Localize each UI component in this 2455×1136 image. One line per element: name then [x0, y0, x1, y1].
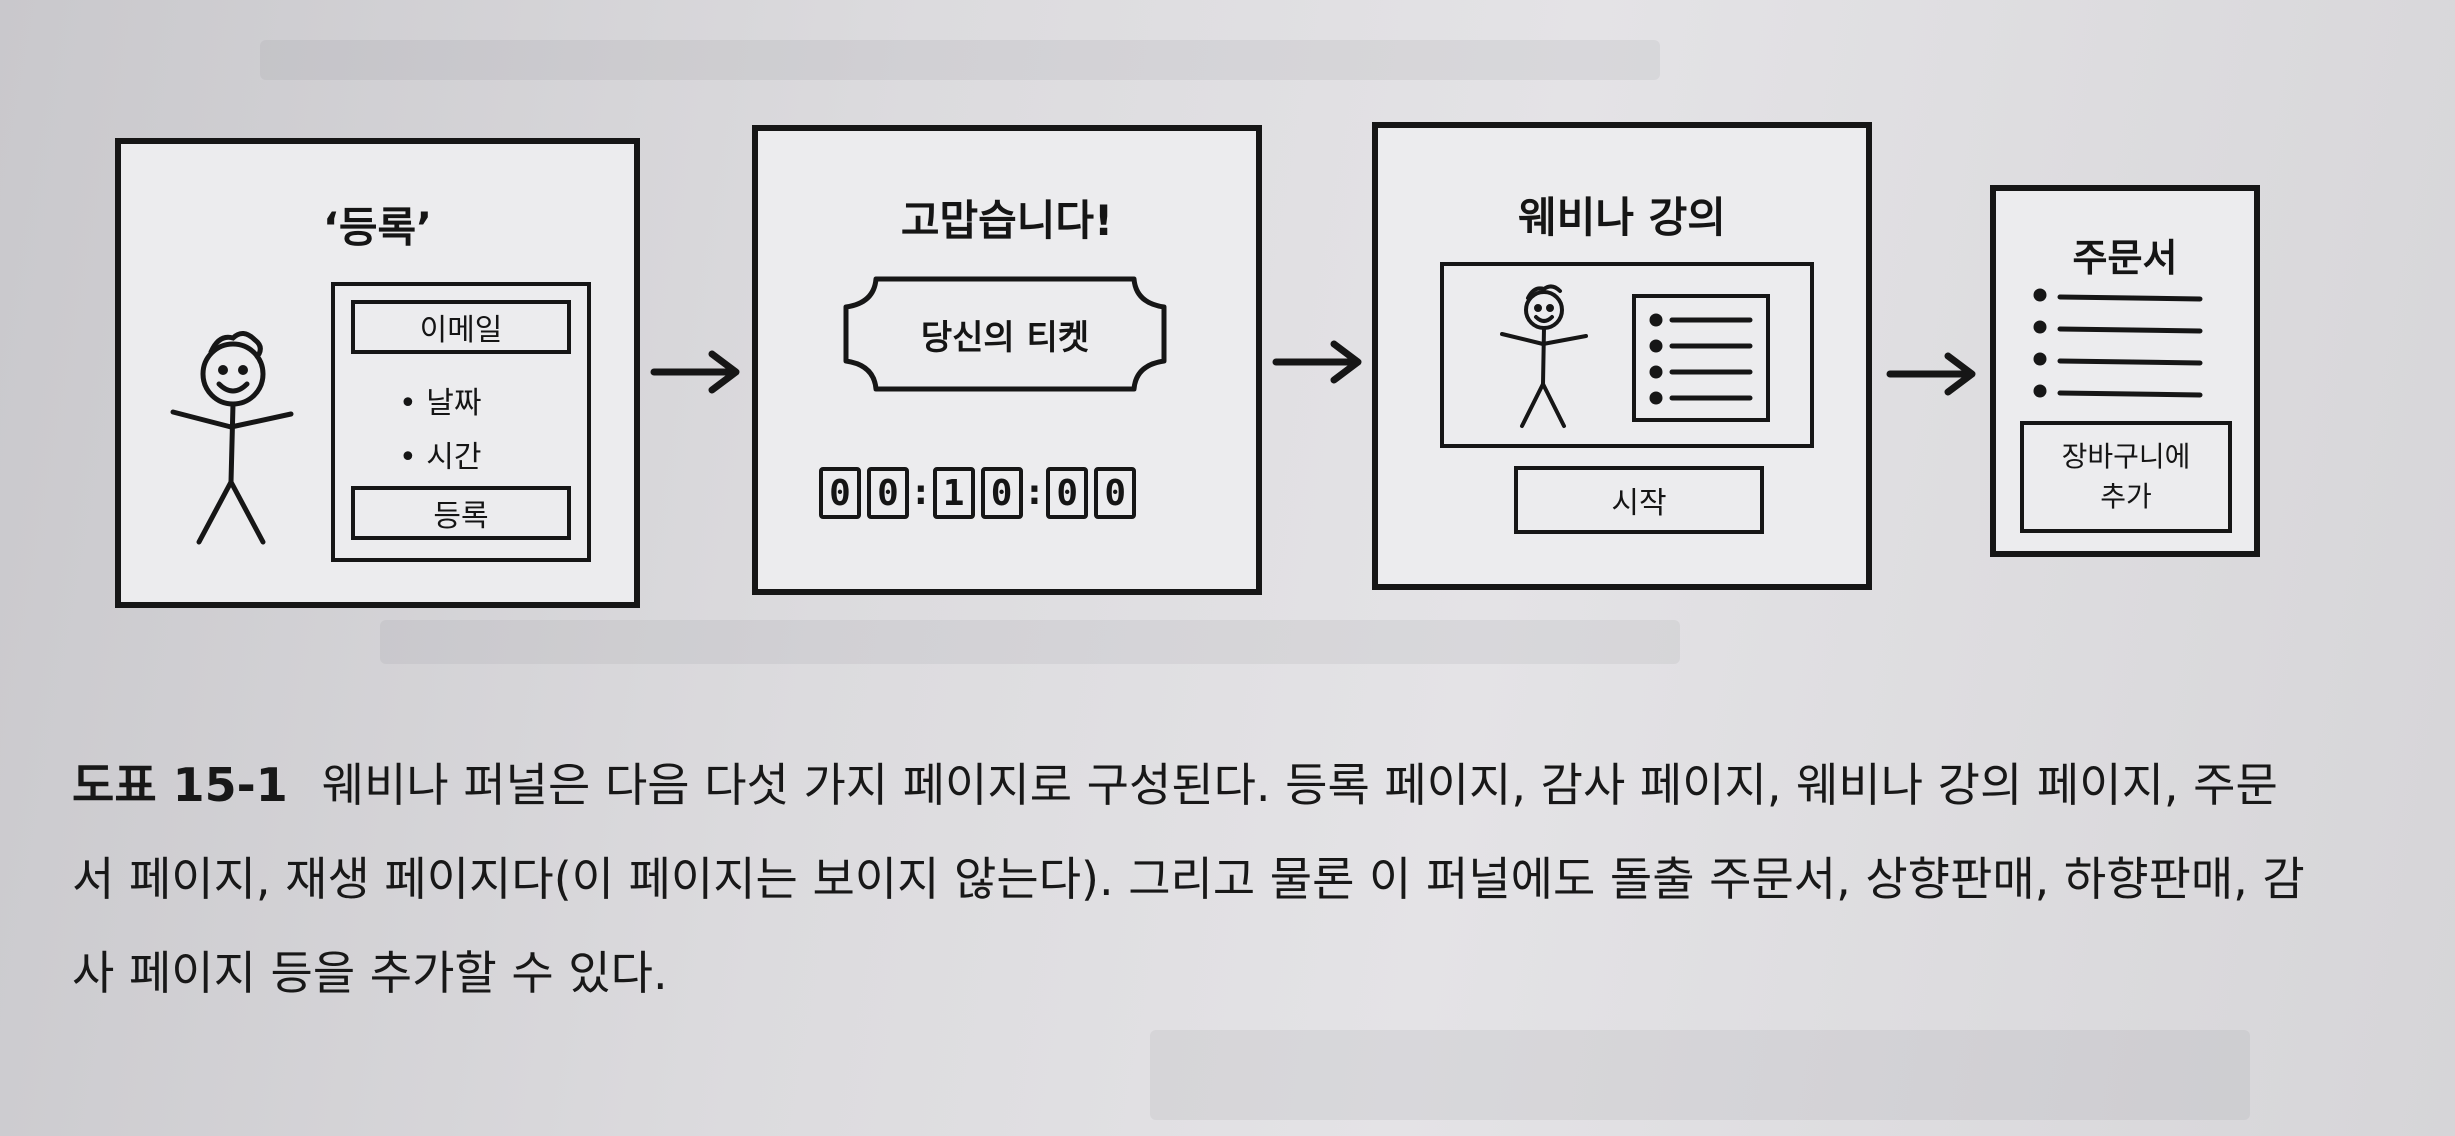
video-frame	[1440, 262, 1814, 448]
arrow-right-icon	[1272, 340, 1362, 384]
thank-you-page-panel: 고맙습니다! 당신의 티켓 0 0 : 1 0 : 0 0	[752, 125, 1262, 595]
timer-digit: 0	[867, 467, 909, 519]
register-button[interactable]: 등록	[351, 486, 571, 540]
background-bleed	[380, 620, 1680, 664]
timer-digit: 0	[1046, 467, 1089, 519]
email-button[interactable]: 이메일	[351, 300, 571, 354]
arrow-right-icon	[1886, 352, 1976, 396]
arrow-right-icon	[650, 350, 740, 394]
bullet-time-label: 시간	[426, 440, 482, 475]
timer-digit: 1	[932, 467, 975, 519]
bullet-date-label: 날짜	[426, 386, 482, 421]
registration-page-panel: ‘등록’ 이메일 • 날짜 • 시간 등록	[115, 138, 640, 608]
order-form-title: 주문서	[2072, 236, 2178, 280]
thank-you-title: 고맙습니다!	[900, 196, 1114, 245]
figure-label: 도표 15-1	[72, 758, 288, 812]
webinar-page-panel: 웨비나 강의	[1372, 122, 1872, 590]
timer-colon: :	[1027, 473, 1042, 513]
order-lines-icon	[2033, 288, 2203, 398]
timer-colon: :	[914, 473, 928, 513]
caption-text: 웨비나 퍼널은 다음 다섯 가지 페이지로 구성된다. 등록 페이지, 감사 페…	[72, 758, 2305, 1000]
timer-digit: 0	[1094, 467, 1137, 519]
presenter-figure-icon	[1500, 284, 1588, 428]
ticket-icon	[843, 276, 1167, 392]
bullet-list-icon	[1649, 313, 1753, 405]
start-button[interactable]: 시작	[1514, 466, 1764, 534]
background-bleed	[1150, 1030, 2250, 1120]
stick-figure-icon	[170, 331, 294, 545]
add-to-cart-button[interactable]: 장바구니에 추가	[2020, 421, 2232, 533]
timer-digit: 0	[819, 467, 861, 519]
countdown-timer: 0 0 : 1 0 : 0 0	[816, 467, 1139, 519]
bullet-date: • 날짜	[399, 386, 482, 421]
registration-form: 이메일 • 날짜 • 시간 등록	[331, 282, 591, 562]
registration-title: ‘등록’	[322, 203, 433, 252]
webinar-title: 웨비나 강의	[1518, 193, 1726, 242]
ticket-label: 당신의 티켓	[920, 317, 1090, 358]
bullet-time: • 시간	[399, 440, 482, 475]
slide-panel	[1632, 294, 1770, 422]
timer-digit: 0	[980, 467, 1023, 519]
background-bleed	[260, 40, 1660, 80]
order-form-page-panel: 주문서 장바구니에 추가	[1990, 185, 2260, 557]
